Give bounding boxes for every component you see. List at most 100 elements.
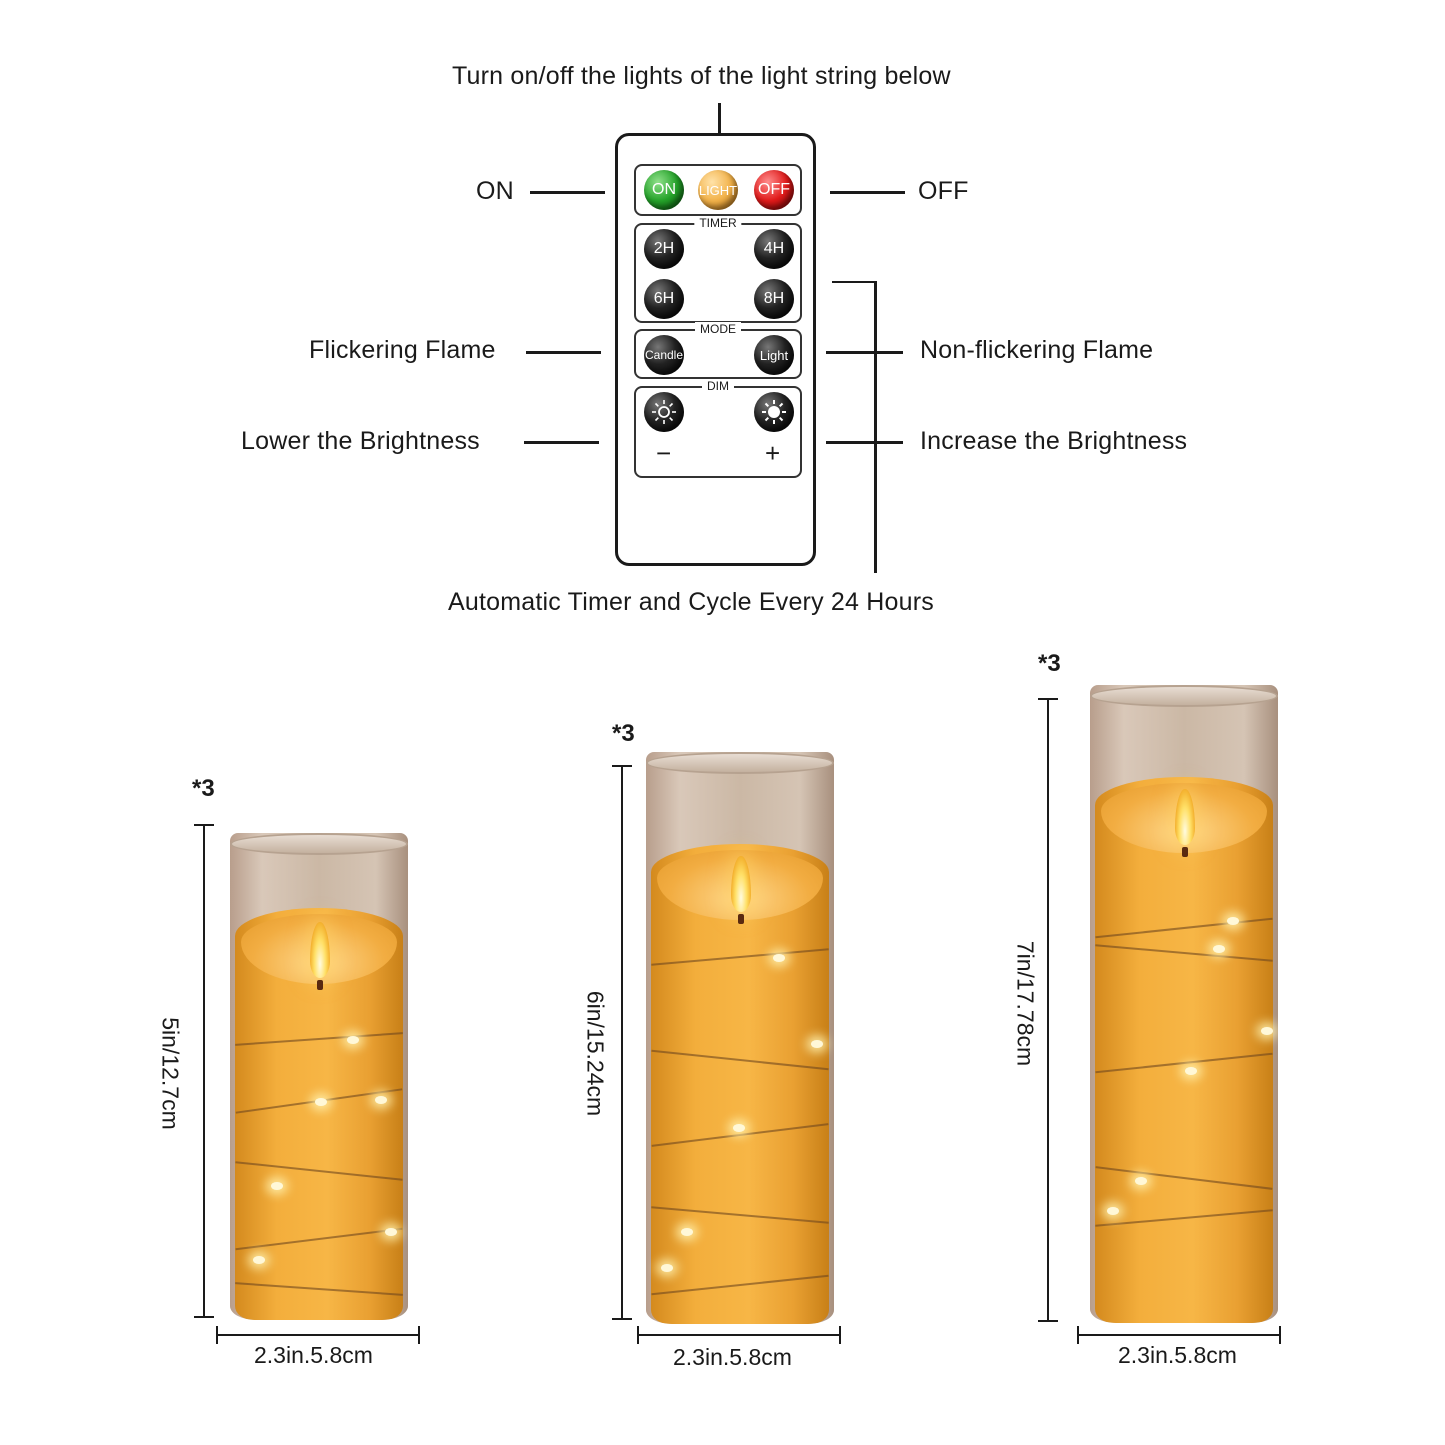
power-group: ON LIGHT OFF (634, 164, 802, 216)
candle3-wick (1182, 847, 1188, 857)
candle1-width-label: 2.3in.5.8cm (254, 1342, 373, 1368)
timer-bracket-top (832, 281, 874, 283)
dim-group: DIM − (634, 379, 802, 478)
candle1-wick (317, 980, 323, 990)
candle1-flame-icon (310, 922, 330, 978)
candle3-flame-icon (1175, 789, 1195, 845)
candle3-light-string (1095, 1209, 1273, 1227)
light-mode-button[interactable]: Light (754, 335, 794, 375)
candle1-height-line (203, 824, 205, 1318)
minus-sign: − (656, 438, 672, 468)
candle-mode-button[interactable]: Candle (644, 335, 684, 375)
candle2-width-line (637, 1334, 841, 1336)
candle3-width-line (1077, 1334, 1281, 1336)
candle2-width-label: 2.3in.5.8cm (673, 1344, 792, 1370)
dim-up-button[interactable] (754, 392, 794, 432)
remote-control: ON LIGHT OFF TIMER 2H 4H 6H 8H MODE Cand… (615, 133, 816, 566)
candle2-height-cap-bottom (612, 1318, 632, 1320)
timer-6h-button[interactable]: 6H (644, 279, 684, 319)
candle3-jar (1090, 685, 1278, 1323)
candle2-led (773, 954, 785, 962)
callout-lower-line (524, 441, 599, 444)
candle3-led (1261, 1027, 1273, 1035)
timer-bracket-line (874, 281, 877, 573)
candle3-jar-rim (1090, 685, 1278, 707)
candle3-led (1107, 1207, 1119, 1215)
mode-label: MODE (695, 322, 741, 336)
candle1-quantity: *3 (192, 775, 215, 802)
timer-2h-button[interactable]: 2H (644, 229, 684, 269)
callout-increase-line (826, 441, 903, 444)
candle2-light-string (651, 1274, 829, 1296)
candle2-quantity: *3 (612, 720, 635, 747)
timer-8h-button[interactable]: 8H (754, 279, 794, 319)
candle3-height-label: 7in/17.78cm (1012, 940, 1039, 1067)
candle2-light-string (651, 1206, 829, 1224)
candle1-light-string (235, 1227, 403, 1251)
candle1-led (375, 1096, 387, 1104)
off-button[interactable]: OFF (754, 170, 794, 210)
callout-non-flickering: Non-flickering Flame (920, 336, 1154, 364)
callout-flickering: Flickering Flame (309, 336, 496, 364)
dim-down-button[interactable] (644, 392, 684, 432)
candle3-width-label: 2.3in.5.8cm (1118, 1342, 1237, 1368)
timer-label: TIMER (694, 216, 742, 230)
candle3-led (1213, 945, 1225, 953)
candle3-light-string (1095, 1166, 1273, 1190)
candle2-height-line (621, 765, 623, 1320)
candle2-flame-icon (731, 856, 751, 912)
on-button[interactable]: ON (644, 170, 684, 210)
candle1-height-cap-bottom (194, 1316, 214, 1318)
candle1-led (271, 1182, 283, 1190)
candle3-width-cap-right (1279, 1326, 1281, 1344)
sun-bright-icon (762, 400, 786, 424)
candle2-led (811, 1040, 823, 1048)
candle1-width-line (216, 1334, 420, 1336)
candle2-light-string (651, 948, 829, 966)
timer-4h-button[interactable]: 4H (754, 229, 794, 269)
candle1-light-string (235, 1282, 403, 1296)
light-button[interactable]: LIGHT (698, 170, 738, 210)
callout-non-flickering-line (826, 351, 903, 354)
candle1-jar (230, 833, 408, 1320)
sun-dim-icon (652, 400, 676, 424)
candle2-width-cap-right (839, 1326, 841, 1344)
candle1-wax (235, 908, 403, 1320)
candle2-wick (738, 914, 744, 924)
candle2-led (661, 1264, 673, 1272)
candle2-led (733, 1124, 745, 1132)
callout-off-line (830, 191, 905, 194)
candle3-height-cap-bottom (1038, 1320, 1058, 1322)
candle1-height-label: 5in/12.7cm (157, 1017, 184, 1130)
candle2-led (681, 1228, 693, 1236)
candle1-led (253, 1256, 265, 1264)
candle1-led (347, 1036, 359, 1044)
candle2-height-label: 6in/15.24cm (582, 990, 609, 1117)
candle3-led (1135, 1177, 1147, 1185)
timer-group: TIMER 2H 4H 6H 8H (634, 216, 802, 323)
candle1-led (315, 1098, 327, 1106)
candle2-jar (646, 752, 834, 1324)
callout-increase-brightness: Increase the Brightness (920, 427, 1188, 455)
candle2-wax (651, 844, 829, 1324)
candle3-light-string (1095, 1052, 1273, 1074)
candle3-led (1185, 1067, 1197, 1075)
top-caption: Turn on/off the lights of the light stri… (452, 62, 951, 90)
candle2-light-string (651, 1049, 829, 1071)
candle1-width-cap-right (418, 1326, 420, 1344)
candle1-led (385, 1228, 397, 1236)
candle1-light-string (235, 1161, 403, 1181)
candle1-jar-rim (230, 833, 408, 855)
bottom-caption: Automatic Timer and Cycle Every 24 Hours (448, 588, 934, 616)
candle3-light-string (1095, 917, 1273, 939)
callout-off: OFF (918, 177, 969, 205)
callout-on-line (530, 191, 605, 194)
dim-label: DIM (702, 379, 734, 393)
callout-lower-brightness: Lower the Brightness (241, 427, 480, 455)
candle3-led (1227, 917, 1239, 925)
candle3-light-string (1095, 944, 1273, 962)
candle3-quantity: *3 (1038, 650, 1061, 677)
candle3-height-line (1047, 698, 1049, 1322)
candle3-wax (1095, 777, 1273, 1323)
callout-flickering-line (526, 351, 601, 354)
